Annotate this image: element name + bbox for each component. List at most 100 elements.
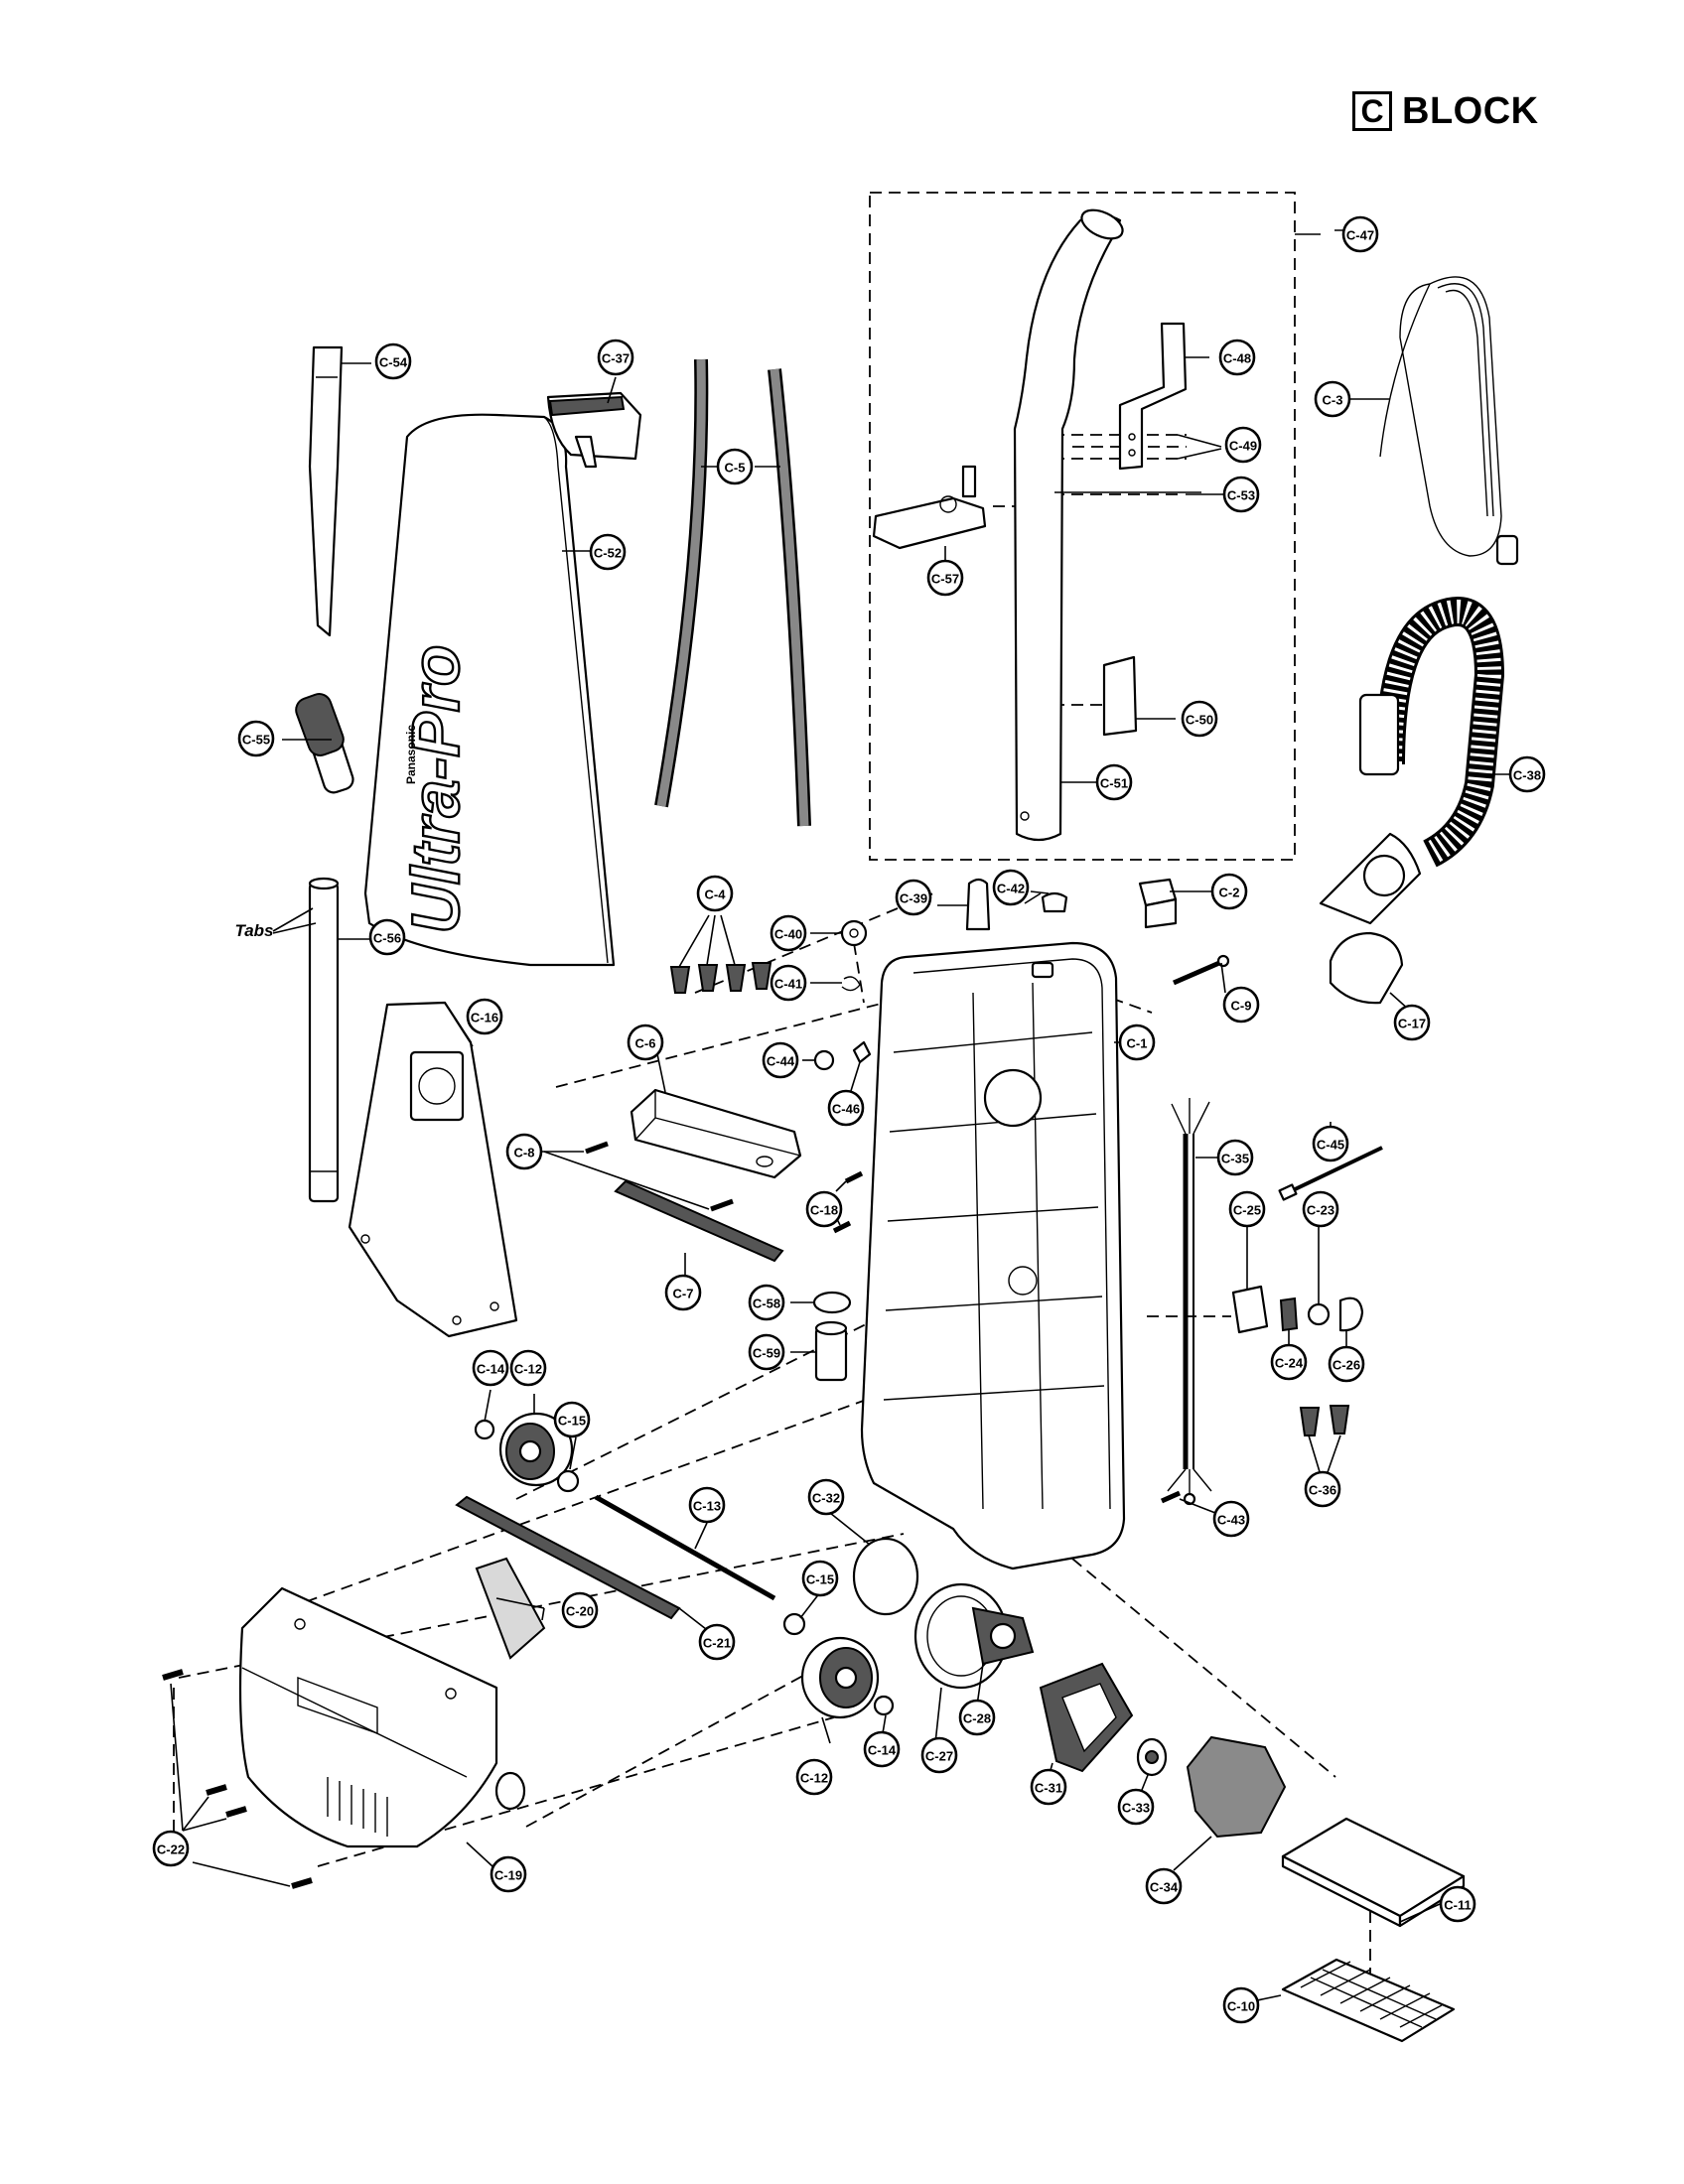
extension-wand [308, 877, 340, 1203]
part-label-circle [807, 1478, 845, 1516]
cord-hook [872, 465, 987, 550]
part-label-c-28: C-28 [958, 1699, 996, 1736]
part-label-circle [553, 1401, 591, 1438]
part-label-c-7: C-7 [664, 1274, 702, 1311]
part-label-text: C-10 [1227, 1999, 1255, 2014]
bag-cover: Ultra-Pro Panasonic [363, 413, 616, 967]
part-labels: C-1C-2C-3C-4C-5C-6C-7C-8C-9C-10C-11C-12C… [152, 215, 1546, 2024]
part-label-c-50: C-50 [1181, 700, 1218, 738]
part-label-c-42: C-42 [992, 869, 1030, 906]
part-label-circle [1302, 1190, 1339, 1228]
part-label-c-35: C-35 [1216, 1139, 1254, 1176]
part-label-text: C-39 [900, 891, 927, 906]
part-label-text: C-12 [800, 1771, 828, 1786]
part-label-c-24: C-24 [1270, 1343, 1308, 1381]
part-label-c-14: C-14 [472, 1349, 509, 1387]
part-label-circle [748, 1333, 785, 1371]
motor-ring [852, 1537, 919, 1616]
part-label-circle [762, 1041, 799, 1079]
part-label-circle [1117, 1788, 1155, 1826]
part-label-text: C-9 [1231, 999, 1252, 1014]
part-label-c-12: C-12 [795, 1758, 833, 1796]
part-label-c-31: C-31 [1030, 1768, 1067, 1806]
part-label-c-13: C-13 [688, 1486, 726, 1524]
part-label-circle [237, 720, 275, 757]
part-label-c-54: C-54 [374, 342, 412, 380]
part-label-circle [1212, 1500, 1250, 1538]
part-label-c-47: C-47 [1341, 215, 1379, 253]
part-label-text: C-33 [1122, 1801, 1150, 1816]
fan [1136, 1737, 1168, 1777]
part-label-circle [1095, 763, 1133, 801]
part-label-circle [688, 1486, 726, 1524]
part-label-text: C-45 [1317, 1138, 1344, 1153]
tabs-label: Tabs [234, 921, 273, 940]
part-label-circle [1228, 1190, 1266, 1228]
part-label-circle [920, 1736, 958, 1774]
hose-cuff [1329, 931, 1404, 1005]
part-label-c-49: C-49 [1224, 426, 1262, 464]
part-label-c-16: C-16 [466, 998, 503, 1035]
part-label-circle [1216, 1139, 1254, 1176]
part-label-c-51: C-51 [1095, 763, 1133, 801]
part-label-circle [1145, 1867, 1183, 1905]
part-label-text: C-43 [1217, 1513, 1245, 1528]
part-label-text: C-49 [1229, 439, 1257, 454]
part-label-text: C-56 [373, 931, 401, 946]
part-label-text: C-40 [774, 927, 802, 942]
part-label-text: C-21 [703, 1636, 731, 1651]
part-label-c-46: C-46 [827, 1089, 865, 1127]
screw-c18b [832, 1220, 852, 1234]
handle-tube [1013, 208, 1124, 842]
part-label-circle [152, 1830, 190, 1867]
part-label-circle [589, 533, 627, 571]
part-label-c-41: C-41 [770, 964, 807, 1002]
part-label-circle [466, 998, 503, 1035]
block-letter-box: C [1352, 91, 1392, 131]
screw-c22d [291, 1877, 313, 1889]
power-cord [1379, 276, 1519, 566]
screw-c22c [225, 1806, 247, 1818]
screw-c43 [1160, 1490, 1182, 1504]
part-label-c-26: C-26 [1328, 1345, 1365, 1383]
part-label-circle [509, 1349, 547, 1387]
part-label-circle [1118, 1024, 1156, 1061]
part-label-text: C-6 [635, 1036, 656, 1051]
part-label-c-59: C-59 [748, 1333, 785, 1371]
part-label-circle [597, 339, 634, 376]
part-label-circle [1222, 986, 1260, 1024]
part-label-c-38: C-38 [1508, 755, 1546, 793]
part-label-text: C-23 [1307, 1203, 1334, 1218]
part-label-circle [1328, 1345, 1365, 1383]
part-label-circle [827, 1089, 865, 1127]
part-label-text: C-16 [471, 1011, 498, 1025]
part-label-c-14: C-14 [863, 1730, 901, 1768]
part-label-text: C-31 [1035, 1781, 1062, 1796]
part-label-text: C-41 [774, 977, 802, 992]
screw-c18a [844, 1170, 864, 1184]
part-label-circle [895, 879, 932, 916]
part-label-circle [696, 875, 734, 912]
part-label-c-1: C-1 [1118, 1024, 1156, 1061]
part-label-text: C-48 [1223, 351, 1251, 366]
part-label-c-53: C-53 [1222, 476, 1260, 513]
part-label-text: C-46 [832, 1102, 860, 1117]
crevice-tool [308, 345, 344, 637]
part-label-circle [1222, 1986, 1260, 2024]
bumper-strip [614, 1179, 784, 1263]
part-label-text: C-58 [753, 1297, 780, 1311]
switch-parts [1231, 1285, 1364, 1334]
part-label-text: C-28 [963, 1711, 991, 1726]
part-label-text: C-36 [1309, 1483, 1336, 1498]
part-label-text: C-13 [693, 1499, 721, 1514]
part-label-circle [716, 448, 754, 485]
part-label-text: C-50 [1186, 713, 1213, 728]
part-label-c-15: C-15 [553, 1401, 591, 1438]
part-label-c-56: C-56 [368, 918, 406, 956]
part-label-text: C-17 [1398, 1017, 1426, 1031]
part-label-circle [490, 1855, 527, 1893]
part-label-text: C-26 [1333, 1358, 1360, 1373]
part-label-c-57: C-57 [926, 559, 964, 597]
part-label-text: C-14 [477, 1362, 505, 1377]
small-knob [813, 1049, 835, 1071]
